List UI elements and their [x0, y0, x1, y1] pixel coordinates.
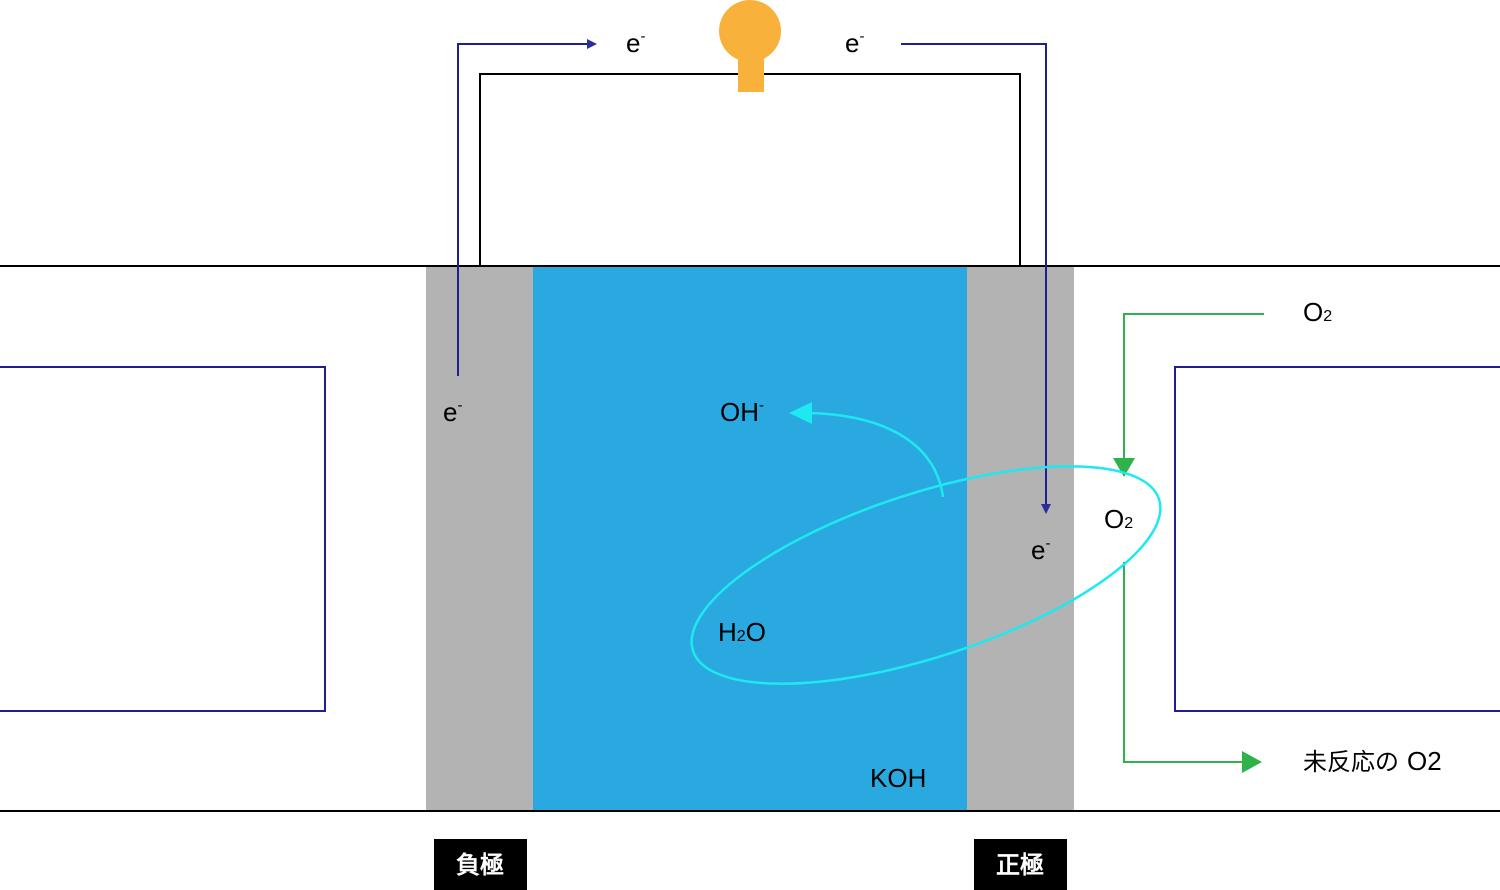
- negative-electrode-tag: 負極: [434, 839, 527, 890]
- oxygen-flow: [1113, 313, 1264, 773]
- positive-electrode-tag: 正極: [974, 839, 1067, 890]
- hydroxide-label: OH-: [720, 397, 764, 427]
- oxygen-label-inlet: O2: [1303, 297, 1332, 327]
- hydroxide-arrow: [809, 411, 945, 498]
- hydroxide-arrowhead: [789, 402, 812, 424]
- electron-label-positive-electrode: e-: [1031, 535, 1050, 565]
- circuit-wire: [479, 73, 1021, 266]
- reaction-zone-ellipse: [690, 465, 1162, 685]
- electron-path-right: [901, 43, 1051, 514]
- positive-electrode: [967, 266, 1074, 811]
- electron-label-top-left: e-: [626, 28, 645, 58]
- negative-electrode: [426, 266, 533, 811]
- light-bulb-icon: [719, 0, 781, 92]
- right-chamber-outline: [1174, 366, 1500, 712]
- water-label: H2O: [718, 617, 766, 647]
- electrolyte-label: KOH: [870, 763, 926, 793]
- svg-text:負極: 負極: [456, 851, 504, 879]
- electrolyte-region: [533, 266, 967, 811]
- electron-label-top-right: e-: [845, 28, 864, 58]
- svg-text:正極: 正極: [996, 851, 1044, 879]
- electron-path-left: [457, 39, 597, 376]
- oxygen-label-reaction: O2: [1104, 504, 1133, 534]
- electron-label-negative-electrode: e-: [443, 397, 462, 427]
- left-chamber-outline: [0, 366, 326, 712]
